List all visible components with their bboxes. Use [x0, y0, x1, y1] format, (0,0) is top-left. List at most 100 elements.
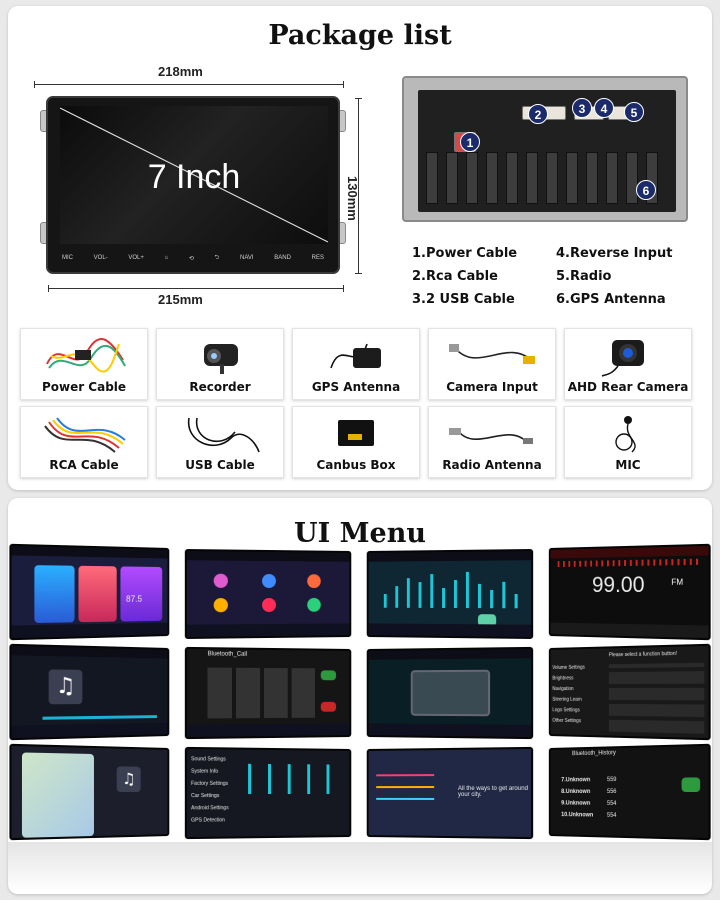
history-names: 7.Unknown 8.Unknown 9.Unknown 10.Unknown	[561, 777, 594, 819]
bluetooth-call-title: Bluetooth_Call	[207, 651, 248, 658]
navigation-message: All the ways to get around your city.	[457, 785, 529, 799]
bezel-button-label: ⟲	[188, 255, 194, 262]
dimension-width-top: 218mm	[158, 64, 203, 79]
canbus-box-icon	[293, 411, 419, 457]
connector-badge-6: 6	[636, 180, 656, 200]
recorder-icon	[157, 333, 283, 379]
screen-navigation: All the ways to get around your city.	[366, 746, 534, 840]
accessory-label: MIC	[615, 458, 641, 472]
radio-antenna-icon	[429, 411, 555, 457]
connector-badge-3: 3	[572, 98, 592, 118]
screen-bluetooth-history: Bluetooth_History 7.Unknown 8.Unknown 9.…	[548, 743, 711, 841]
head-unit-front: 7 Inch MIC VOL- VOL+ ⌂ ⟲ ⮌ NAVI BAND RES	[40, 96, 346, 274]
settings-menu: Volume Settings Brightness Navigation St…	[552, 664, 585, 725]
connector-badge-4: 4	[594, 98, 614, 118]
ui-menu-panel: UI Menu 87.5	[8, 498, 712, 894]
bezel-button-label: ⌂	[164, 255, 169, 261]
usb-cable-icon	[157, 411, 283, 457]
screen-equalizer	[366, 548, 534, 640]
dimension-line-top	[34, 84, 344, 85]
screen-reflection	[8, 842, 712, 892]
bluetooth-history-title: Bluetooth_History	[571, 750, 616, 758]
steering-prompt: Please select a function button!	[608, 650, 677, 659]
dimension-tick	[48, 285, 49, 292]
music-note-icon: ♫	[116, 766, 141, 792]
accessory-radio-antenna: Radio Antenna	[428, 406, 556, 478]
bezel-button-label: NAVI	[240, 255, 254, 261]
bezel-button-bar: MIC VOL- VOL+ ⌂ ⟲ ⮌ NAVI BAND RES	[62, 251, 324, 265]
accessory-label: RCA Cable	[49, 458, 119, 472]
accessory-label: Power Cable	[41, 380, 127, 394]
screen-music: ♫	[9, 643, 170, 741]
accessory-label: GPS Antenna	[311, 380, 401, 394]
home-radio-freq: 87.5	[126, 593, 143, 604]
camera-input-icon	[429, 333, 555, 379]
accessory-power-cable: Power Cable	[20, 328, 148, 400]
accessory-label: AHD Rear Camera	[567, 380, 689, 394]
screen-home: 87.5	[9, 543, 170, 641]
music-note-icon: ♫	[48, 669, 83, 705]
rca-cable-icon	[21, 411, 147, 457]
dimension-tick	[343, 285, 344, 292]
screen-reflection-line	[60, 107, 328, 243]
ui-menu-title: UI Menu	[294, 518, 426, 549]
bezel-button-label: MIC	[62, 255, 73, 261]
accessory-canbus-box: Canbus Box	[292, 406, 420, 478]
settings-list: Sound Settings System Info Factory Setti…	[191, 756, 229, 824]
accessory-label: Recorder	[189, 380, 251, 394]
screen-steering-settings: Please select a function button! Volume …	[548, 643, 711, 741]
accessory-camera-input: Camera Input	[428, 328, 556, 400]
legend-item-2: 2.Rca Cable	[412, 269, 498, 284]
gps-antenna-icon	[293, 333, 419, 379]
accessory-label: Camera Input	[446, 380, 538, 394]
bezel-button-label: ⮌	[214, 255, 220, 261]
connector-badge-5: 5	[624, 102, 644, 122]
history-numbers: 559 556 554 554	[606, 777, 617, 819]
rear-chassis	[402, 76, 688, 222]
dimension-tick	[34, 81, 35, 88]
screen-bluetooth-call: Bluetooth_Call	[184, 646, 352, 740]
screen-map-music: ♫	[9, 743, 170, 841]
package-list-title: Package list	[268, 20, 452, 51]
dimension-tick	[355, 98, 362, 99]
bezel-button-label: BAND	[274, 255, 291, 261]
accessory-usb-cable: USB Cable	[156, 406, 284, 478]
dimension-width-bottom: 215mm	[158, 292, 203, 307]
radio-frequency: 99.00	[592, 571, 645, 598]
legend-item-6: 6.GPS Antenna	[556, 292, 666, 307]
accessory-gps-antenna: GPS Antenna	[292, 328, 420, 400]
dimension-line-right	[358, 98, 359, 274]
dimension-tick	[343, 81, 344, 88]
head-unit-rear: 1 2 3 4 5 6	[394, 70, 696, 228]
screen-radio: 99.00 FM	[548, 543, 711, 641]
connector-badge-1: 1	[460, 132, 480, 152]
legend-item-1: 1.Power Cable	[412, 246, 518, 261]
accessory-rca-cable: RCA Cable	[20, 406, 148, 478]
accessory-rear-camera: AHD Rear Camera	[564, 328, 692, 400]
accessory-recorder: Recorder	[156, 328, 284, 400]
connector-badge-2: 2	[528, 104, 548, 124]
screen-size-label: 7 Inch	[147, 158, 241, 196]
unit-screen: 7 Inch	[60, 106, 328, 244]
screen-settings: Sound Settings System Info Factory Setti…	[184, 746, 352, 840]
bezel-button-label: RES	[311, 255, 324, 261]
legend-item-4: 4.Reverse Input	[556, 246, 673, 261]
rear-camera-icon	[565, 333, 691, 379]
power-cable-icon	[21, 333, 147, 379]
mic-icon	[565, 411, 691, 457]
accessory-mic: MIC	[564, 406, 692, 478]
dimension-tick	[355, 273, 362, 274]
dimension-line-bottom	[48, 288, 344, 289]
bezel-button-label: VOL+	[128, 255, 144, 261]
dimension-height-right: 130mm	[345, 176, 360, 221]
accessory-label: Canbus Box	[316, 458, 396, 472]
legend-item-5: 5.Radio	[556, 269, 612, 284]
radio-band: FM	[671, 577, 684, 587]
accessory-label: Radio Antenna	[442, 458, 542, 472]
screen-climate	[366, 646, 534, 740]
accessory-label: USB Cable	[185, 458, 255, 472]
screen-apps	[184, 548, 352, 640]
unit-bezel: 7 Inch MIC VOL- VOL+ ⌂ ⟲ ⮌ NAVI BAND RES	[46, 96, 340, 274]
legend-item-3: 3.2 USB Cable	[412, 292, 515, 307]
package-list-panel: Package list 218mm 7 Inch MIC VOL- VOL+ …	[8, 6, 712, 490]
